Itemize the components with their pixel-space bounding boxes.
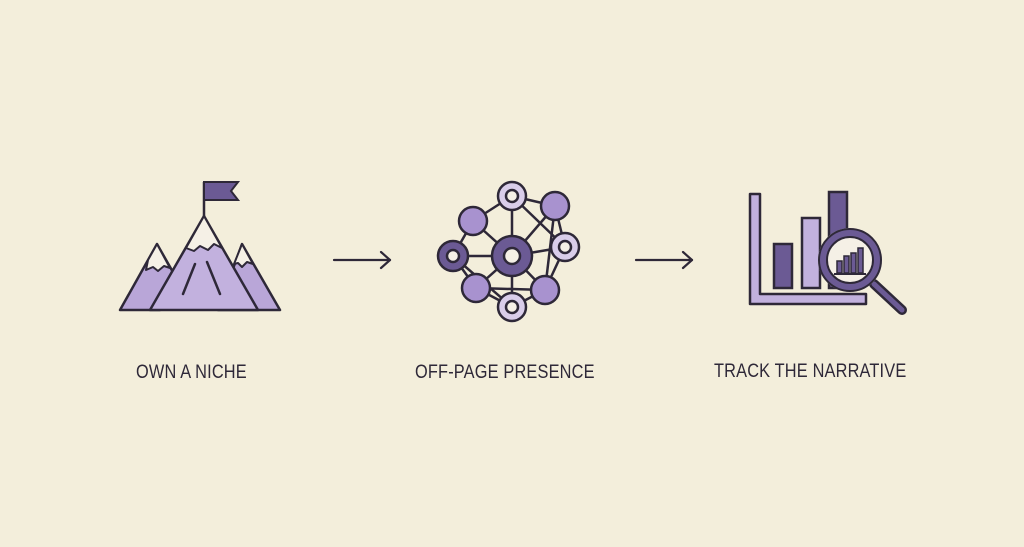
step-label: TRACK THE NARRATIVE — [714, 361, 907, 382]
arrow-right-icon — [332, 250, 392, 270]
bar-chart-magnifier-icon — [748, 190, 907, 315]
arrow-right-icon — [634, 250, 694, 270]
mountain-flag-icon — [118, 181, 282, 312]
network-nodes-icon — [436, 180, 581, 323]
step-label: OFF-PAGE PRESENCE — [415, 362, 595, 383]
step-label: OWN A NICHE — [136, 362, 247, 383]
